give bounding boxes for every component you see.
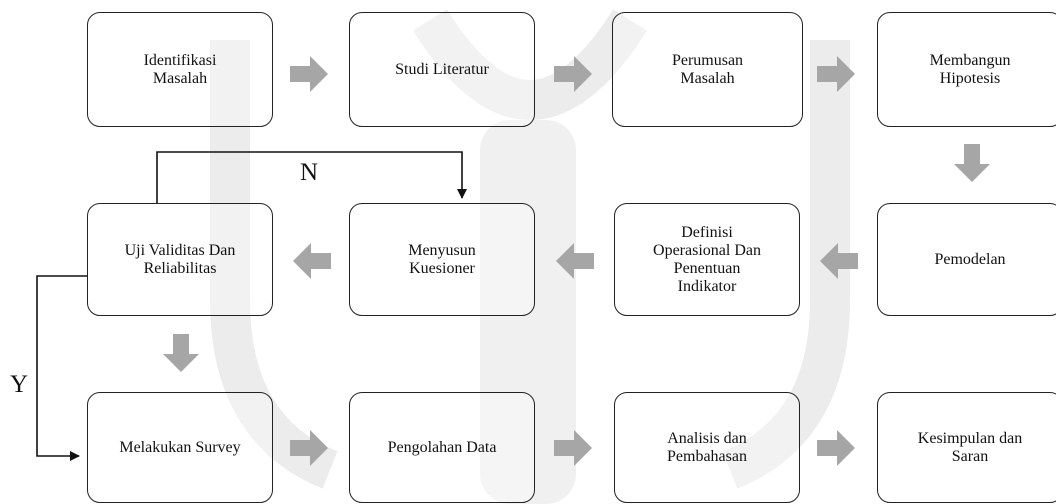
down-arrow-icon [954,144,990,182]
step-melakukan-survey: Melakukan Survey [87,392,273,503]
step-label: Definisi Operasional Dan Penentuan Indik… [653,223,761,295]
step-label: Membangun Hipotesis [929,51,1011,87]
right-arrow-icon [554,430,592,466]
no-label: N [300,159,319,186]
right-arrow-icon [817,430,855,466]
right-arrow-icon [290,430,328,466]
left-arrow-icon [293,243,331,279]
step-menyusun-kuesioner: Menyusun Kuesioner [349,203,535,316]
step-identifikasi-masalah: Identifikasi Masalah [87,12,273,127]
step-label: Uji Validitas Dan Reliabilitas [124,241,236,277]
step-definisi-operasional: Definisi Operasional Dan Penentuan Indik… [614,203,800,316]
step-analisis-pembahasan: Analisis dan Pembahasan [614,392,800,503]
right-arrow-icon [817,56,855,92]
step-studi-literatur: Studi Literatur [349,12,535,127]
step-label: Pemodelan [934,250,1006,268]
left-arrow-icon [820,243,858,279]
right-arrow-icon [554,56,592,92]
step-label: Melakukan Survey [119,438,241,456]
step-uji-validitas: Uji Validitas Dan Reliabilitas [87,203,273,316]
yes-branch-line [36,275,87,461]
step-label: Kesimpulan dan Saran [917,429,1023,465]
step-membangun-hipotesis: Membangun Hipotesis [877,12,1056,127]
left-arrow-icon [556,243,594,279]
step-kesimpulan-saran: Kesimpulan dan Saran [877,392,1056,503]
step-pemodelan: Pemodelan [877,203,1056,316]
no-loop-line [156,151,467,203]
step-label: Perumusan Masalah [671,51,744,87]
yes-label: Y [10,371,29,398]
down-arrow-icon [163,334,199,372]
step-label: Menyusun Kuesioner [408,241,476,277]
step-label: Pengolahan Data [387,438,497,456]
step-perumusan-masalah: Perumusan Masalah [612,12,803,127]
step-label: Identifikasi Masalah [143,51,217,87]
right-arrow-icon [290,56,328,92]
step-label: Analisis dan Pembahasan [667,429,747,465]
step-label: Studi Literatur [395,60,489,78]
step-pengolahan-data: Pengolahan Data [349,392,535,503]
